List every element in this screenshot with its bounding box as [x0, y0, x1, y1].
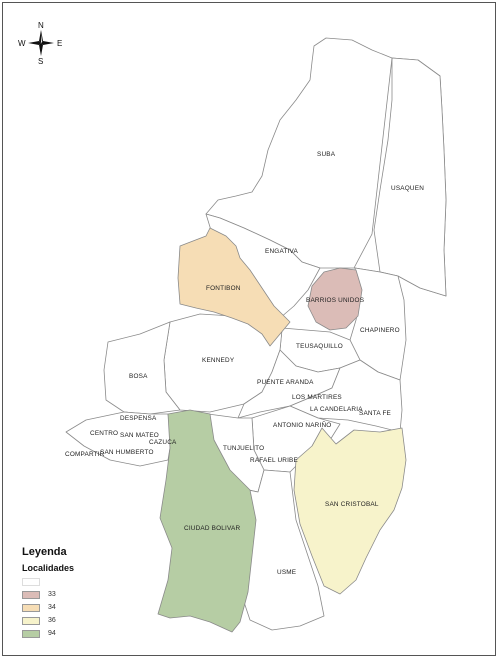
legend-row: 94 — [22, 627, 162, 640]
compass-south: S — [38, 57, 43, 66]
legend-swatch — [22, 616, 40, 625]
compass-west: W — [18, 39, 26, 48]
label-cazuca: CAZUCA — [149, 439, 177, 446]
legend-row: 36 — [22, 614, 162, 627]
legend-title: Leyenda — [22, 546, 67, 558]
label-chapinero: CHAPINERO — [360, 327, 400, 334]
legend: Leyenda Localidades 33 34 36 94 — [22, 546, 162, 640]
district-san-cristobal — [293, 427, 407, 595]
district-los-martires — [289, 359, 403, 433]
compass-rose-icon: N S W E — [18, 21, 62, 66]
label-suba: SUBA — [317, 151, 336, 158]
label-centro: CENTRO — [90, 430, 118, 437]
district-barrios-unidos — [307, 267, 363, 331]
label-antonio-narino: ANTONIO NARIÑO — [273, 420, 331, 429]
label-barrios-unidos: BARRIOS UNIDOS — [306, 297, 364, 304]
label-usaquen: USAQUEN — [391, 185, 424, 192]
legend-row: 33 — [22, 588, 162, 601]
label-santa-fe: SANTA FE — [359, 410, 391, 417]
label-la-candelaria: LA CANDELARIA — [310, 406, 363, 413]
label-san-cristobal: SAN CRISTOBAL — [325, 501, 379, 508]
legend-swatch — [22, 577, 40, 586]
label-san-humberto: SAN HUMBERTO — [100, 449, 154, 456]
legend-label: 34 — [48, 604, 56, 611]
label-compartir: COMPARTIR — [65, 451, 105, 458]
legend-swatch — [22, 629, 40, 638]
compass-east: E — [57, 39, 62, 48]
label-ciudad-bolivar: CIUDAD BOLIVAR — [184, 525, 240, 532]
district-fontibon — [177, 227, 291, 347]
district-soacha — [65, 411, 173, 467]
label-rafael-uribe: RAFAEL URIBE — [250, 457, 298, 464]
compass-north: N — [38, 21, 44, 30]
legend-row: 34 — [22, 601, 162, 614]
legend-row-blank — [22, 575, 162, 588]
district-divider — [353, 57, 393, 269]
district-ciudad-bolivar — [157, 409, 257, 633]
legend-label: 94 — [48, 630, 56, 637]
legend-swatch — [22, 590, 40, 599]
label-bosa: BOSA — [129, 373, 148, 380]
label-engativa: ENGATIVA — [265, 248, 299, 255]
label-kennedy: KENNEDY — [202, 357, 235, 364]
legend-label: 36 — [48, 617, 56, 624]
label-fontibon: FONTIBON — [206, 285, 241, 292]
label-teusaquillo: TEUSAQUILLO — [296, 343, 343, 350]
label-usme: USME — [277, 569, 296, 576]
label-los-martires: LOS MARTIRES — [292, 394, 342, 401]
legend-swatch — [22, 603, 40, 612]
map-labels: SUBA USAQUEN ENGATIVA FONTIBON BARRIOS U… — [65, 151, 424, 576]
legend-label: 33 — [48, 591, 56, 598]
label-despensa: DESPENSA — [120, 415, 157, 422]
label-san-mateo: SAN MATEO — [120, 432, 159, 439]
district-bosa — [103, 321, 181, 415]
label-tunjuelito: TUNJUELITO — [223, 445, 264, 452]
label-puente-aranda: PUENTE ARANDA — [257, 379, 314, 386]
legend-subtitle: Localidades — [22, 563, 75, 573]
district-usaquen — [373, 57, 447, 297]
